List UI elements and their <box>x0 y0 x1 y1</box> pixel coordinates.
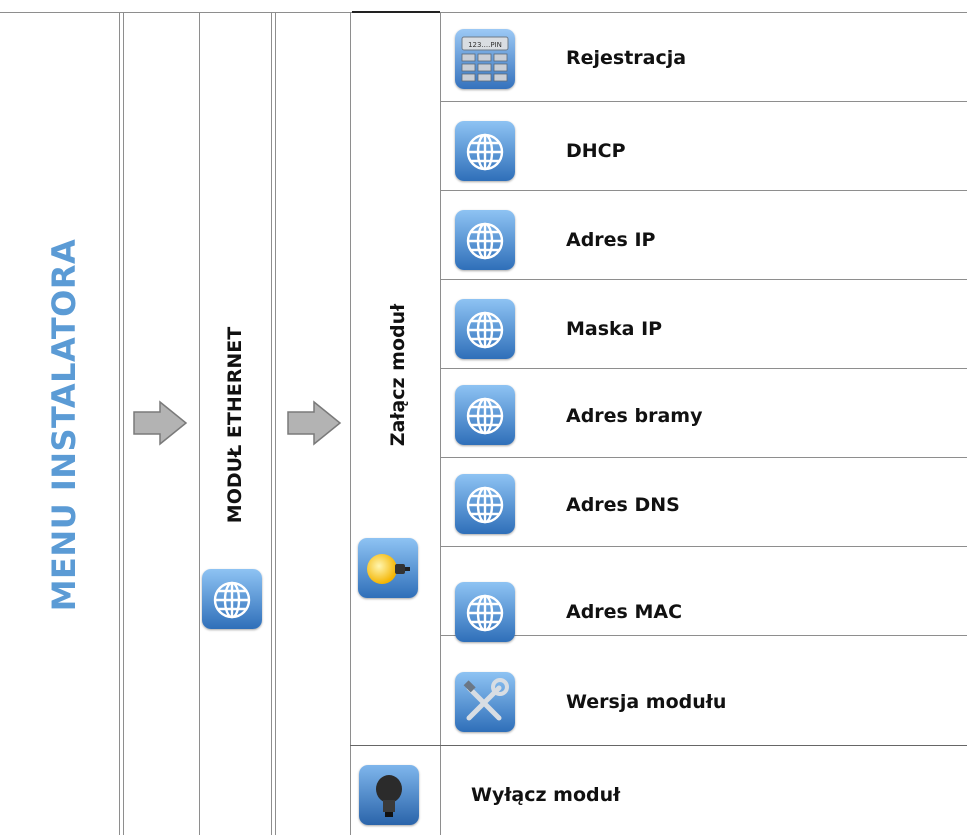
column-divider <box>199 12 200 835</box>
column-divider <box>275 12 276 835</box>
row-divider <box>350 745 967 746</box>
column-divider <box>350 12 351 835</box>
item-label-dhcp[interactable]: DHCP <box>566 140 626 162</box>
row-divider <box>440 635 967 636</box>
globe-icon[interactable] <box>455 474 515 534</box>
menu-title: MENU INSTALATORA <box>45 238 83 612</box>
item-label-disable-module[interactable]: Wyłącz moduł <box>471 784 621 806</box>
keypad-icon-text: 123....PIN <box>468 41 502 49</box>
top-border-accent <box>352 11 440 13</box>
row-divider <box>440 457 967 458</box>
item-label-module-version[interactable]: Wersja modułu <box>566 691 727 713</box>
bulb-on-icon[interactable] <box>358 538 418 598</box>
globe-icon[interactable] <box>455 299 515 359</box>
row-divider <box>440 368 967 369</box>
bulb-off-icon[interactable] <box>359 765 419 825</box>
tools-icon[interactable] <box>455 672 515 732</box>
item-label-gateway-address[interactable]: Adres bramy <box>566 405 703 427</box>
top-border <box>0 12 967 13</box>
item-label-ip-address[interactable]: Adres IP <box>566 229 656 251</box>
column-divider <box>271 12 272 835</box>
row-divider <box>440 101 967 102</box>
right-arrow-icon <box>287 400 342 446</box>
right-arrow-icon <box>133 400 188 446</box>
globe-icon[interactable] <box>455 210 515 270</box>
item-label-registration[interactable]: Rejestracja <box>566 47 687 69</box>
globe-icon[interactable] <box>455 385 515 445</box>
item-label-ip-mask[interactable]: Maska IP <box>566 318 663 340</box>
globe-icon[interactable] <box>202 569 262 629</box>
column-divider <box>440 12 441 835</box>
row-divider <box>440 279 967 280</box>
globe-icon[interactable] <box>455 121 515 181</box>
enable-title: Załącz moduł <box>387 303 409 447</box>
column-divider <box>123 12 124 835</box>
column-divider <box>119 12 120 835</box>
item-label-dns-address[interactable]: Adres DNS <box>566 494 680 516</box>
row-divider <box>440 546 967 547</box>
submenu-title: MODUŁ ETHERNET <box>224 326 246 524</box>
globe-icon[interactable] <box>455 582 515 642</box>
item-label-mac-address[interactable]: Adres MAC <box>566 601 683 623</box>
keypad-icon[interactable]: 123....PIN <box>455 29 515 89</box>
row-divider <box>440 190 967 191</box>
